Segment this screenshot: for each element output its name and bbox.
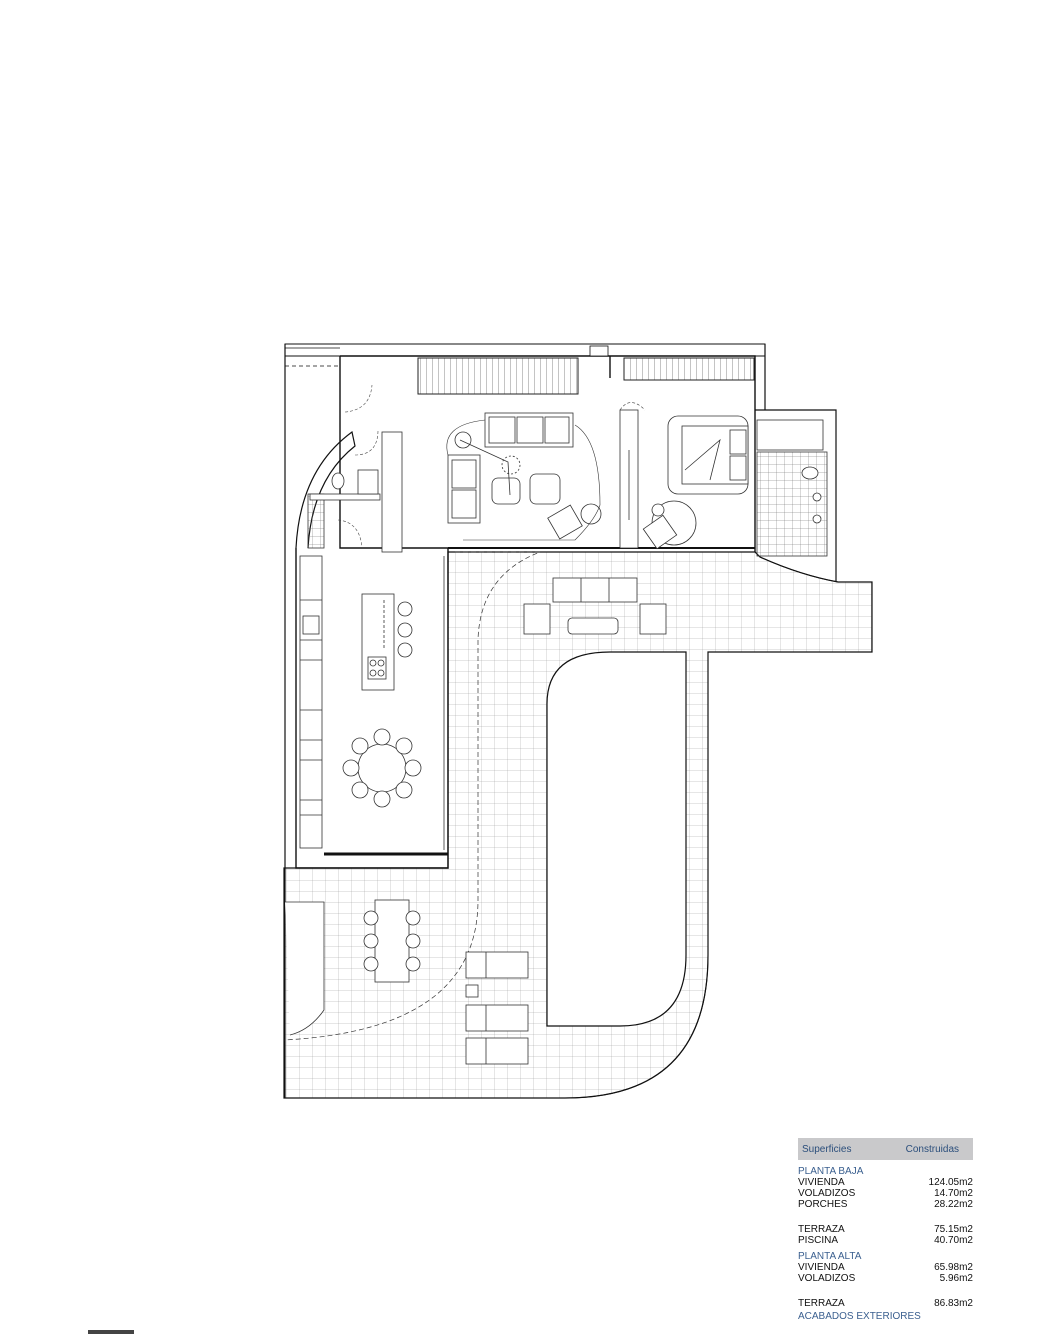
wardrobe [619,409,639,549]
section-planta-alta: PLANTA ALTA [798,1251,862,1262]
section-planta-baja: PLANTA BAJA [798,1166,864,1177]
bedroom-furniture [642,415,749,550]
ensuite-bathroom [756,419,828,557]
header-superficies: Superficies [802,1143,852,1155]
header-construidas: Construidas [905,1143,959,1155]
sun-loungers [465,951,529,1065]
kitchen [299,555,445,850]
bathroom [307,431,403,553]
scale-bar [88,1330,134,1334]
building-walls [284,343,837,1098]
terrace-lounge [523,577,667,635]
planter [285,901,325,1036]
staircase [417,357,755,395]
door-swings [337,384,646,549]
living-room-furniture [446,412,602,541]
dining-table [342,728,422,808]
pool [546,651,687,1027]
table-header: Superficies Construidas [798,1138,973,1160]
surface-area-table: Superficies Construidas PLANTA BAJA VIVI… [798,1138,973,1322]
porch-outline [283,551,541,1041]
outdoor-dining [363,899,421,983]
section-acabados-exteriores: ACABADOS EXTERIORES [798,1311,921,1322]
